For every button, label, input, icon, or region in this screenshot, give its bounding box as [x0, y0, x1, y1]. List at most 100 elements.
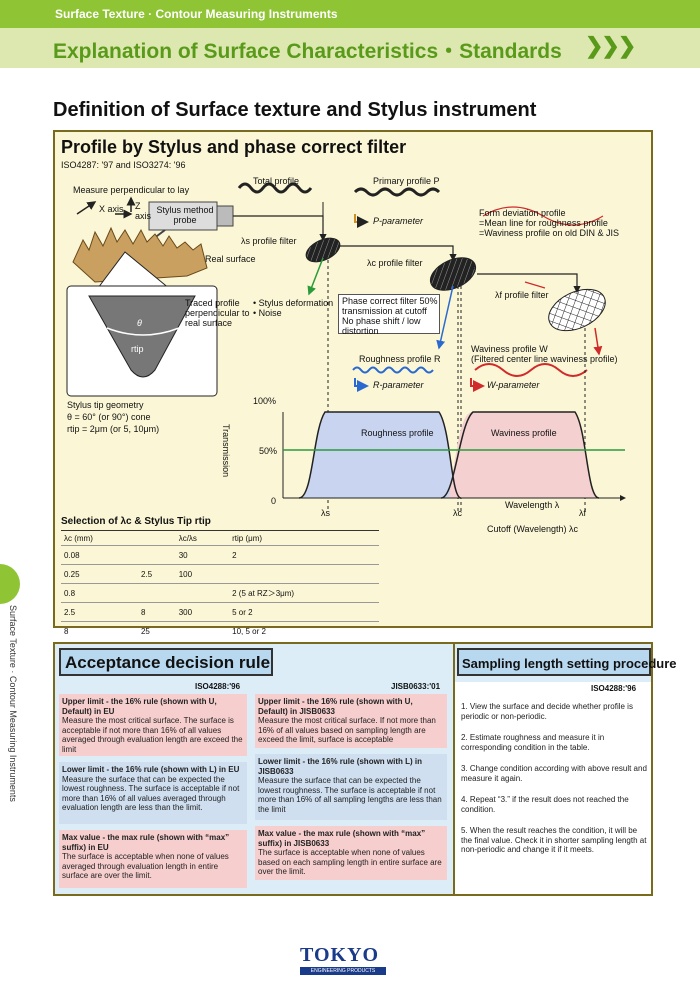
cell: 0.08 — [61, 545, 138, 565]
sampling-body: ISO4288:'96 1. View the surface and deci… — [455, 682, 651, 894]
label-r-param: R-parameter — [373, 380, 424, 390]
step-item: 5. When the result reaches the condition… — [461, 826, 647, 854]
ytick-0: 0 — [271, 496, 277, 506]
cell — [229, 564, 379, 584]
std-iso: ISO4288:'96 — [195, 682, 241, 691]
step-item: 3. Change condition according with above… — [461, 764, 647, 783]
profile-diagram — [66, 182, 606, 512]
label-z-axis: Z axis — [135, 201, 152, 221]
cell: 2 — [229, 545, 379, 565]
logo-name: TOKYO — [300, 944, 380, 966]
label-measure: Measure perpendicular to lay — [73, 185, 190, 195]
card-title: Max value - the max rule (shown with “ma… — [258, 829, 426, 848]
card-body: Measure the most critical surface. The s… — [62, 716, 243, 754]
std-jis: JISB0633:'01 — [391, 682, 441, 691]
cutoff-label: Cutoff (Wavelength) λc — [487, 524, 579, 534]
label-w-param: W-parameter — [487, 380, 540, 390]
label-waviness2: (Filtered center line waviness profile) — [471, 354, 618, 364]
lc-filter-disc — [429, 257, 477, 291]
label-lf-filter: λf profile filter — [495, 290, 549, 300]
side-tab — [0, 564, 20, 604]
xmark-lc: λc — [453, 508, 462, 518]
cell: 2.5 — [137, 564, 176, 584]
phase-note-1: Phase correct filter 50% — [342, 296, 438, 306]
ytick-100: 100% — [253, 396, 277, 406]
step-item: 4. Repeat “3.” if the result does not re… — [461, 795, 629, 814]
stylus-tip — [88, 295, 196, 378]
header-cell: λc/λs — [175, 530, 230, 546]
axes-icon — [76, 196, 136, 219]
region-roughness: Roughness profile — [361, 428, 434, 438]
real-surface — [72, 226, 208, 283]
logo-sub: ENGINEERING PRODUCTS — [300, 967, 386, 975]
waviness-area — [449, 412, 599, 498]
sampling-steps: 1. View the surface and decide whether p… — [461, 702, 647, 867]
cell: 100 — [175, 564, 230, 584]
eu-max-card: Max value - the max rule (shown with “ma… — [59, 830, 247, 888]
std-sampling: ISO4288:'96 — [591, 684, 637, 693]
title-banner: Explanation of Surface Characteristics・S… — [0, 28, 700, 68]
label-real-surface: Real surface — [205, 254, 256, 264]
waviness-wave — [474, 363, 588, 377]
card-title: Lower limit - the 16% rule (shown with L… — [258, 757, 423, 776]
cell: 8 — [137, 602, 176, 622]
rules-panel: Acceptance decision rule ISO4288:'96 JIS… — [53, 642, 677, 896]
side-text: Surface Texture · Contour Measuring Inst… — [8, 605, 18, 802]
label-rtip: rtip — [131, 344, 144, 354]
section-header: Surface Texture · Contour Measuring Inst… — [0, 0, 700, 28]
selection-title: Selection of λc & Stylus Tip rtip — [61, 516, 211, 527]
label-lc-filter: λc profile filter — [367, 258, 423, 268]
lf-filter-disc — [548, 288, 606, 332]
label-tip3: rtip = 2μm (or 5, 10μm) — [67, 424, 160, 434]
cell: 30 — [175, 545, 230, 565]
label-form-dev2: =Mean line for roughness profile — [479, 218, 608, 228]
label-tip1: Stylus tip geometry — [67, 400, 144, 410]
ytick-50: 50% — [259, 446, 278, 456]
cell — [175, 621, 230, 641]
chart-ylabel: Transmission — [221, 424, 231, 478]
label-traced: Traced profile perpendicular to real sur… — [185, 298, 250, 328]
acceptance-title: Acceptance decision rule — [59, 648, 273, 676]
label-roughness: Roughness profile R — [359, 354, 441, 364]
profile-subtitle: ISO4287: '97 and ISO3274: '96 — [61, 160, 186, 170]
card-body: The surface is acceptable when none of v… — [62, 852, 229, 880]
cell: 8 — [61, 621, 138, 641]
eu-upper-card: Upper limit - the 16% rule (shown with U… — [59, 694, 247, 756]
acceptance-section: Acceptance decision rule ISO4288:'96 JIS… — [55, 644, 453, 894]
cell: 300 — [175, 602, 230, 622]
cell: 5 or 2 — [229, 602, 379, 622]
chevron-icon: ❯❯❯ — [585, 33, 636, 58]
phase-note: Phase correct filter 50% transmission at… — [338, 294, 440, 336]
step-item: 2. Estimate roughness and measure it in … — [461, 733, 605, 752]
label-x-axis: X axis — [99, 204, 124, 214]
xmark-lf: λf — [579, 508, 587, 518]
step-item: 1. View the surface and decide whether p… — [461, 702, 633, 721]
cell — [175, 583, 230, 603]
primary-profile-wave — [353, 187, 441, 197]
p-param-icon — [354, 214, 369, 228]
card-title: Max value - the max rule (shown with “ma… — [62, 833, 230, 852]
card-body: Measure the surface that can be expected… — [62, 774, 240, 813]
label-waviness: Waviness profile W — [471, 344, 548, 354]
label-tip2: θ = 60° (or 90°) cone — [67, 412, 151, 422]
label-probe: Stylus method probe — [156, 205, 214, 225]
form-deviation-wave — [482, 206, 604, 226]
phase-note-2: transmission at cutoff — [342, 306, 427, 316]
w-param-icon — [470, 378, 485, 392]
probe-body — [148, 201, 218, 231]
table-header: λc (mm) λc/λs rtip (μm) — [61, 530, 379, 546]
cell: 10, 5 or 2 — [229, 621, 379, 641]
cell: 2 (5 at RZ＞3μm) — [229, 583, 379, 603]
profile-panel: Profile by Stylus and phase correct filt… — [53, 130, 653, 641]
cell — [137, 545, 176, 565]
label-ls-filter: λs profile filter — [241, 236, 297, 246]
xmark-ls: λs — [321, 508, 330, 518]
cell: 25 — [137, 621, 176, 641]
chart-xlabel: Wavelength λ — [505, 500, 560, 510]
ls-filter-disc — [305, 237, 341, 263]
header-cell: λc (mm) — [61, 530, 138, 546]
